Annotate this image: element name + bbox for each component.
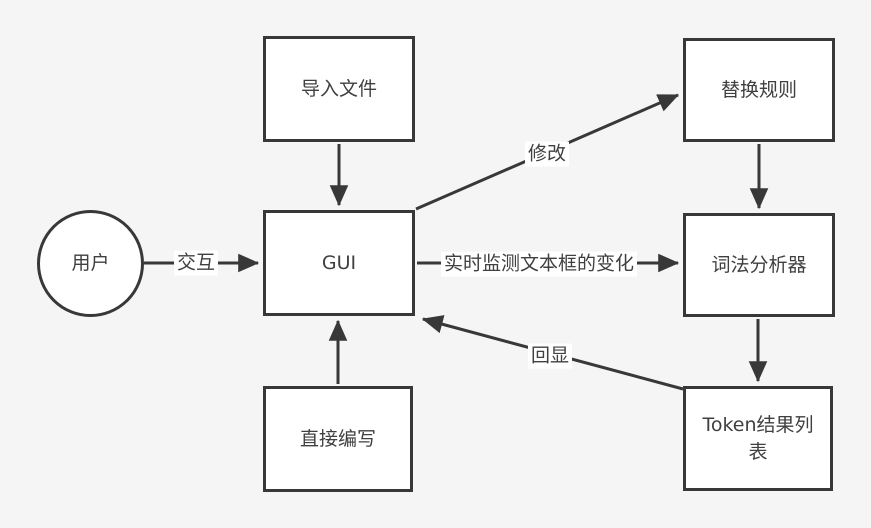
node-user: 用户 <box>37 210 144 317</box>
edge-label-echo: 回显 <box>527 343 573 369</box>
node-user-label: 用户 <box>71 252 110 275</box>
node-import-file: 导入文件 <box>263 36 415 142</box>
node-gui-label: GUI <box>321 251 357 274</box>
edge-label-interact: 交互 <box>173 250 219 276</box>
edge-label-monitor: 实时监测文本框的变化 <box>440 251 638 277</box>
node-token-list-label: Token结果列表 <box>702 413 814 463</box>
node-direct-write-label: 直接编写 <box>299 427 376 450</box>
node-replace-rules-label: 替换规则 <box>720 78 797 101</box>
node-direct-write: 直接编写 <box>263 386 413 492</box>
node-replace-rules: 替换规则 <box>683 38 835 142</box>
node-lexer-label: 词法分析器 <box>711 253 807 276</box>
node-token-list: Token结果列表 <box>683 386 833 491</box>
node-import-file-label: 导入文件 <box>300 77 377 100</box>
node-lexer: 词法分析器 <box>683 213 835 317</box>
node-gui: GUI <box>263 210 415 316</box>
edge-label-modify: 修改 <box>524 141 570 167</box>
